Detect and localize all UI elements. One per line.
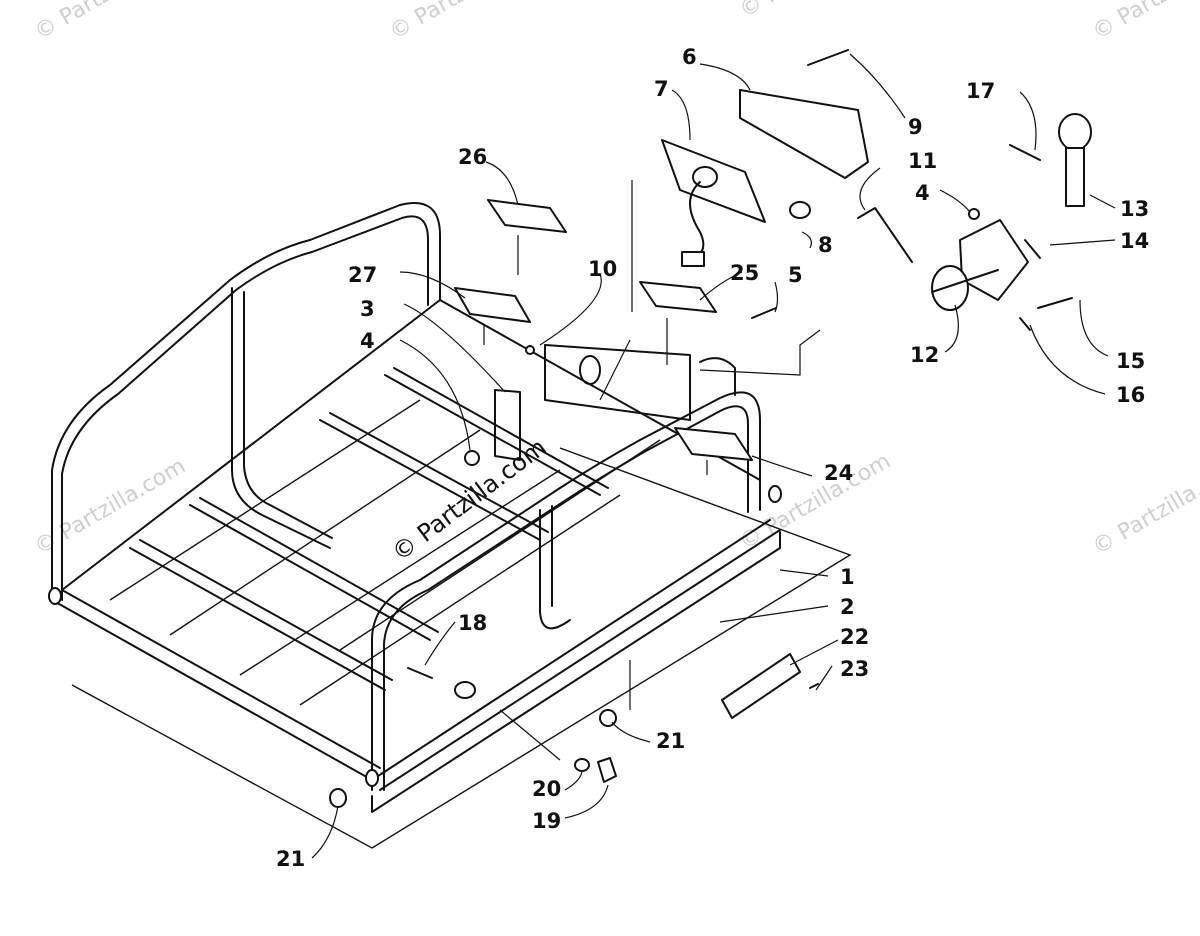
watermark-faint: © Partzilla.com — [1089, 454, 1200, 561]
reflector-decal-24 — [675, 428, 752, 460]
watermark-faint: © Partzilla.com — [31, 0, 191, 45]
bulb — [790, 202, 810, 218]
callout-18: 18 — [458, 611, 487, 635]
callout-3: 3 — [360, 297, 375, 321]
callout-23: 23 — [840, 657, 869, 681]
callout-8: 8 — [818, 233, 833, 257]
callout-12: 12 — [910, 343, 939, 367]
callout-9: 9 — [908, 115, 923, 139]
watermark-faint: © Partzilla.com — [1089, 0, 1200, 45]
taillight-lens — [740, 90, 868, 178]
callout-24: 24 — [824, 461, 853, 485]
callout-27: 27 — [348, 263, 377, 287]
callout-6: 6 — [682, 45, 697, 69]
clip-16 — [1020, 318, 1030, 330]
pin-15 — [1038, 298, 1072, 308]
callout-17: 17 — [966, 79, 995, 103]
watermark-faint: © Partzilla.com — [31, 454, 191, 561]
callout-2: 2 — [840, 595, 855, 619]
hitch-pin-ring — [1059, 114, 1091, 150]
callout-13: 13 — [1120, 197, 1149, 221]
callout-21b: 21 — [656, 729, 685, 753]
watermark-faint: © Partzilla.com — [736, 0, 896, 23]
hitch-body — [960, 220, 1028, 300]
hitch-handle — [858, 208, 912, 262]
callout-22: 22 — [840, 625, 869, 649]
reflector-decal-26 — [488, 200, 566, 232]
bolt-14 — [1025, 240, 1040, 258]
callout-11: 11 — [908, 149, 937, 173]
callout-14: 14 — [1120, 229, 1149, 253]
taillight-assembly — [662, 50, 868, 266]
callout-4a: 4 — [360, 329, 375, 353]
callout-20: 20 — [532, 777, 561, 801]
wire-connector — [682, 252, 704, 266]
watermark-faint: © Partzilla.com — [386, 0, 546, 45]
hitch-pin — [1066, 148, 1084, 206]
callout-15: 15 — [1116, 349, 1145, 373]
callout-4b: 4 — [915, 181, 930, 205]
reflector-decal-27 — [455, 288, 530, 322]
hitch-tube — [932, 266, 968, 310]
callout-21a: 21 — [276, 847, 305, 871]
callout-7: 7 — [654, 77, 669, 101]
callout-1: 1 — [840, 565, 855, 589]
callout-16: 16 — [1116, 383, 1145, 407]
callout-5: 5 — [788, 263, 803, 287]
screw-9 — [808, 50, 848, 65]
decal-22 — [722, 654, 800, 718]
hitch-assembly — [858, 114, 1091, 330]
callout-19: 19 — [532, 809, 561, 833]
callout-25: 25 — [730, 261, 759, 285]
reflector-decal-25 — [640, 282, 716, 312]
callout-10: 10 — [588, 257, 617, 281]
callout-26: 26 — [458, 145, 487, 169]
